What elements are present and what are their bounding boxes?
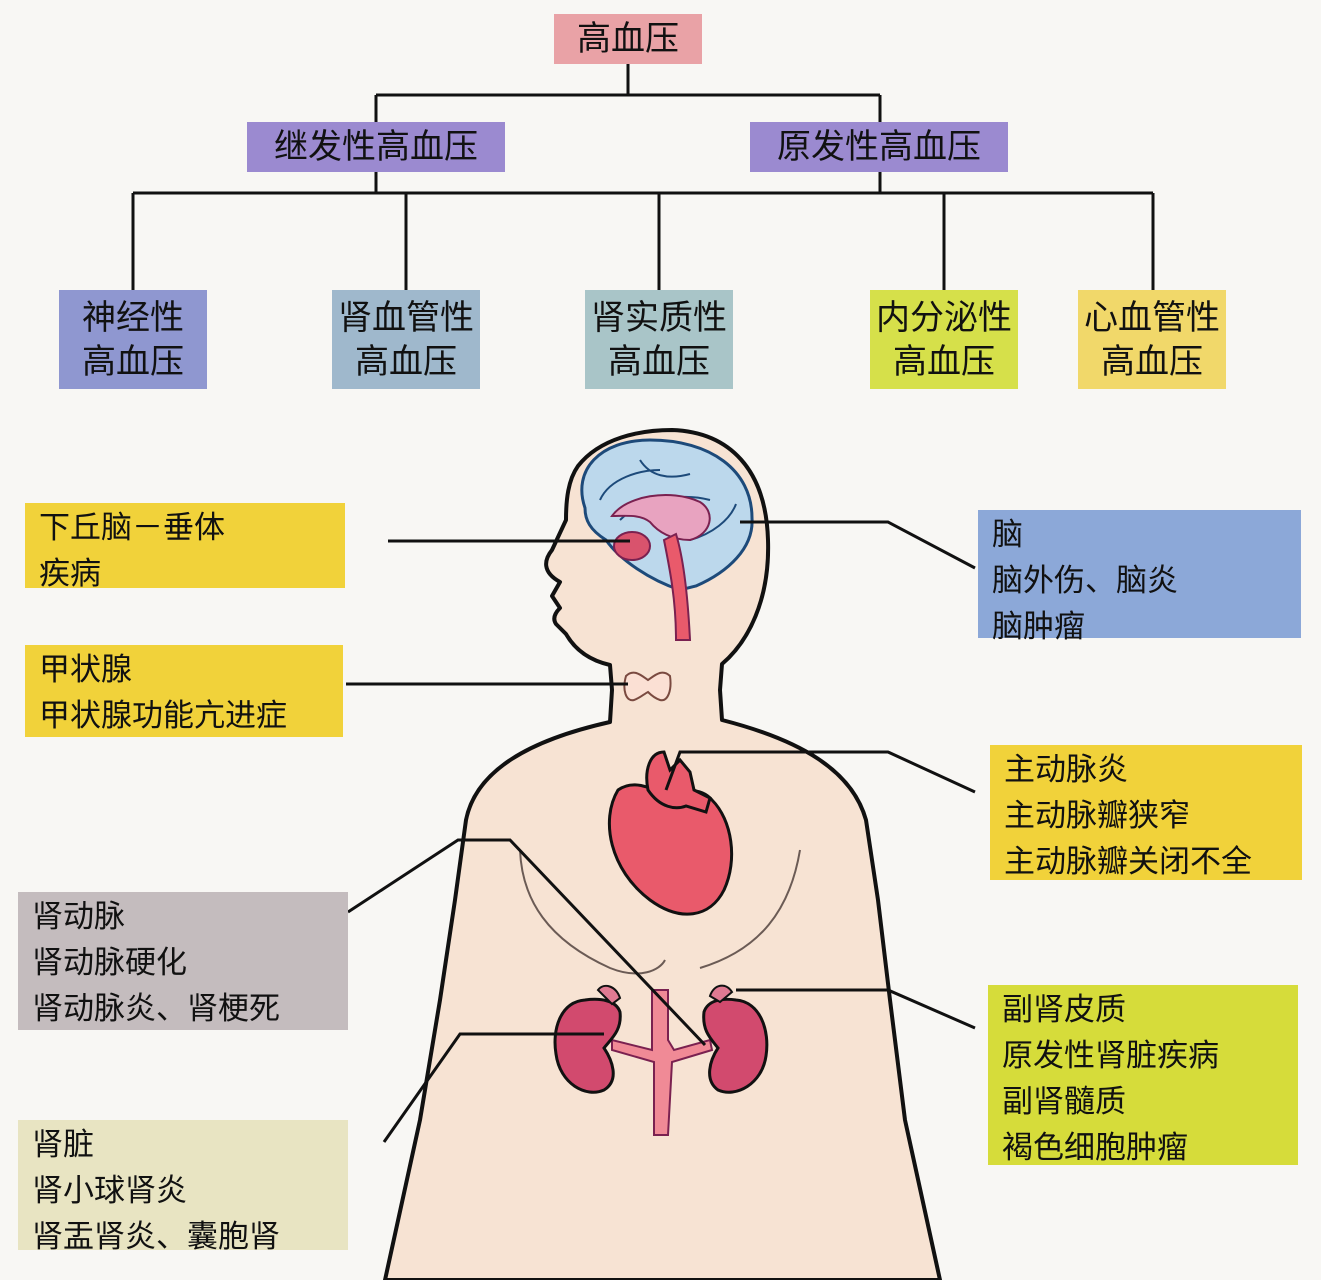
type-box-cardiovascular: 心血管性 高血压 — [1078, 290, 1226, 389]
label-line: 肾动脉硬化 — [32, 945, 187, 981]
type-line2: 高血压 — [893, 341, 995, 382]
root-label: 高血压 — [577, 19, 679, 59]
label-line: 主动脉瓣关闭不全 — [1004, 844, 1252, 880]
type-line1: 神经性 — [82, 297, 184, 338]
label-line: 原发性肾脏疾病 — [1002, 1038, 1219, 1074]
label-line: 褐色细胞肿瘤 — [1002, 1130, 1188, 1166]
kidney-left-icon — [553, 984, 622, 1094]
label-line: 肾脏 — [32, 1127, 94, 1163]
root-box: 高血压 — [554, 14, 702, 64]
primary-label: 原发性高血压 — [777, 127, 981, 167]
label-thyroid: 甲状腺 甲状腺功能亢进症 — [25, 645, 343, 737]
label-adrenal: 副肾皮质 原发性肾脏疾病 副肾髓质 褐色细胞肿瘤 — [988, 985, 1298, 1166]
label-line: 副肾皮质 — [1002, 992, 1126, 1028]
label-line: 脑外伤、脑炎 — [992, 563, 1178, 599]
label-line: 甲状腺功能亢进症 — [39, 698, 287, 734]
secondary-label: 继发性高血压 — [274, 127, 478, 167]
label-brain: 脑 脑外伤、脑炎 脑肿瘤 — [978, 510, 1301, 645]
type-line2: 高血压 — [82, 341, 184, 382]
type-box-renovascular: 肾血管性 高血压 — [332, 290, 480, 389]
label-line: 甲状腺 — [39, 652, 132, 688]
kidney-right-icon — [702, 984, 769, 1094]
thyroid-icon — [623, 671, 672, 702]
type-line1: 心血管性 — [1084, 297, 1220, 338]
type-box-renal-parenchymal: 肾实质性 高血压 — [585, 290, 733, 389]
type-box-endocrine: 内分泌性 高血压 — [870, 290, 1018, 389]
label-renal-artery: 肾动脉 肾动脉硬化 肾动脉炎、肾梗死 — [18, 892, 348, 1030]
label-line: 脑肿瘤 — [992, 609, 1085, 645]
type-line2: 高血压 — [1101, 341, 1203, 382]
label-kidney: 肾脏 肾小球肾炎 肾盂肾炎、囊胞肾 — [18, 1120, 348, 1255]
type-box-neuro: 神经性 高血压 — [59, 290, 207, 389]
primary-box: 原发性高血压 — [750, 122, 1008, 172]
label-line: 肾盂肾炎、囊胞肾 — [32, 1219, 280, 1255]
type-line1: 肾实质性 — [591, 297, 727, 338]
label-line: 肾动脉炎、肾梗死 — [32, 991, 280, 1027]
label-line: 副肾髓质 — [1002, 1084, 1126, 1120]
label-line: 脑 — [992, 517, 1023, 553]
type-line1: 内分泌性 — [876, 297, 1012, 338]
label-line: 肾小球肾炎 — [32, 1173, 187, 1209]
label-aorta: 主动脉炎 主动脉瓣狭窄 主动脉瓣关闭不全 — [990, 745, 1302, 880]
type-line1: 肾血管性 — [338, 297, 474, 338]
secondary-box: 继发性高血压 — [247, 122, 505, 172]
label-line: 主动脉瓣狭窄 — [1004, 798, 1190, 834]
leader-lines — [346, 520, 976, 1143]
type-line2: 高血压 — [608, 341, 710, 382]
label-hypothalamus: 下丘脑－垂体 疾病 — [25, 503, 345, 592]
heart-icon — [607, 750, 734, 916]
label-line: 疾病 — [39, 556, 101, 592]
type-line2: 高血压 — [355, 341, 457, 382]
label-line: 肾动脉 — [32, 899, 125, 935]
label-line: 下丘脑－垂体 — [39, 510, 225, 546]
label-line: 主动脉炎 — [1004, 752, 1128, 788]
